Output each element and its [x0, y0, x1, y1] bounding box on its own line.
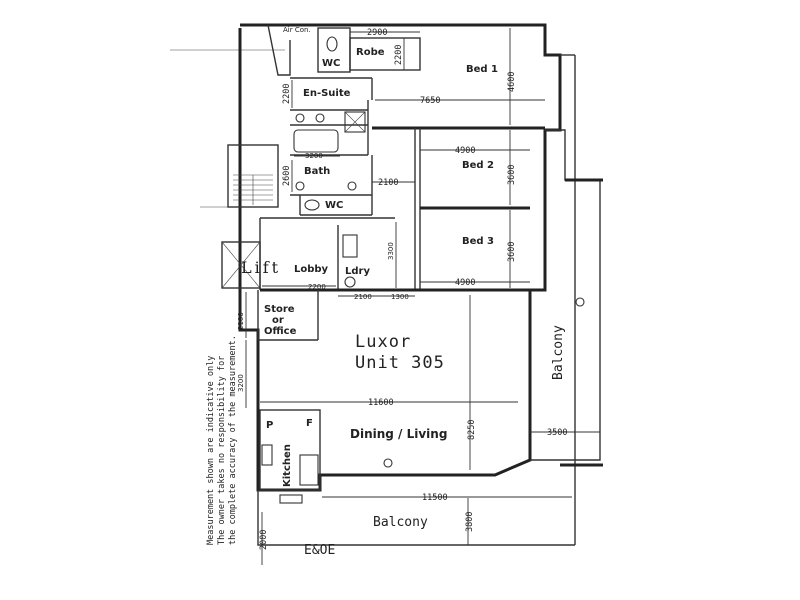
room-label-en-suite: En-Suite: [303, 88, 351, 99]
dim-11600: 11600: [368, 398, 394, 408]
dim-4900-bed2: 4900: [455, 146, 475, 156]
dim-2100-laundry: 2100: [354, 293, 372, 301]
dim-3800: 3800: [465, 512, 475, 532]
room-label-dining-living: Dining / Living: [350, 427, 447, 441]
room-label-pantry: P: [266, 420, 273, 431]
room-label-store-line1: Store: [264, 304, 295, 315]
dim-2200-lobby: 2200: [308, 283, 326, 291]
dim-11500: 11500: [422, 493, 448, 503]
dim-3600-bed3: 3600: [507, 242, 517, 262]
balcony-south-outline: [257, 490, 575, 546]
room-label-wc-ensuite: WC: [322, 58, 340, 69]
dim-3200-side: 3200: [237, 374, 245, 392]
room-label-laundry: Ldry: [345, 266, 370, 277]
dim-2000: 2000: [259, 530, 269, 550]
room-label-balcony-south: Balcony: [373, 515, 428, 530]
room-label-bed-3: Bed 3: [462, 236, 494, 247]
eoe-label: E&OE: [304, 543, 335, 558]
dim-7650: 7650: [420, 96, 440, 106]
balcony-east-rail: [560, 178, 603, 467]
unit-title-line2: Unit 305: [355, 353, 445, 373]
room-label-aircon: Air Con.: [283, 26, 311, 34]
room-label-fridge: F: [306, 418, 313, 429]
interior-walls: [257, 27, 545, 491]
dim-4900-bed3: 4900: [455, 278, 475, 288]
dim-3500: 3500: [547, 428, 567, 438]
room-label-bed-2: Bed 2: [462, 160, 494, 171]
dim-8250: 8250: [467, 420, 477, 440]
room-label-balcony-east: Balcony: [551, 325, 566, 380]
disclaimer-line-2: The owner takes no responsibility for: [217, 356, 227, 545]
dim-2100-hall: 2100: [378, 178, 398, 188]
dim-2600: 2600: [282, 166, 292, 186]
room-label-kitchen: Kitchen: [282, 444, 293, 487]
dim-4600: 4600: [507, 72, 517, 92]
dim-1300: 1300: [391, 293, 409, 301]
room-label-bath: Bath: [304, 166, 330, 177]
stairs: [227, 144, 279, 208]
room-label-store-line2: or: [272, 315, 284, 326]
fixtures: [261, 36, 585, 504]
disclaimer-line-1: Measurement shown are indicative only: [206, 356, 216, 545]
dim-3600-bed2: 3600: [507, 165, 517, 185]
disclaimer-line-3: the complete accuracy of the measurement…: [228, 335, 238, 545]
room-label-lobby: Lobby: [294, 264, 329, 275]
dimension-lines: [245, 28, 600, 565]
room-label-wc-main: WC: [325, 200, 343, 211]
dim-2200-robe: 2200: [394, 45, 404, 65]
aircon-wall: [267, 24, 291, 76]
room-label-robe: Robe: [356, 47, 385, 58]
dim-3300: 3300: [387, 242, 395, 260]
exterior-wall: [238, 23, 562, 492]
dim-3200-bath: 3200: [305, 152, 323, 160]
dim-2100-store: 2100: [237, 312, 245, 330]
room-label-store-line3: Office: [264, 326, 297, 337]
room-label-bed-1: Bed 1: [466, 64, 498, 75]
room-label-lift: Lift: [241, 258, 281, 277]
lift-shaft: [221, 241, 261, 289]
dim-2200-ensuite: 2200: [282, 84, 292, 104]
unit-title-line1: Luxor: [355, 332, 411, 352]
dim-2900: 2900: [367, 28, 387, 38]
